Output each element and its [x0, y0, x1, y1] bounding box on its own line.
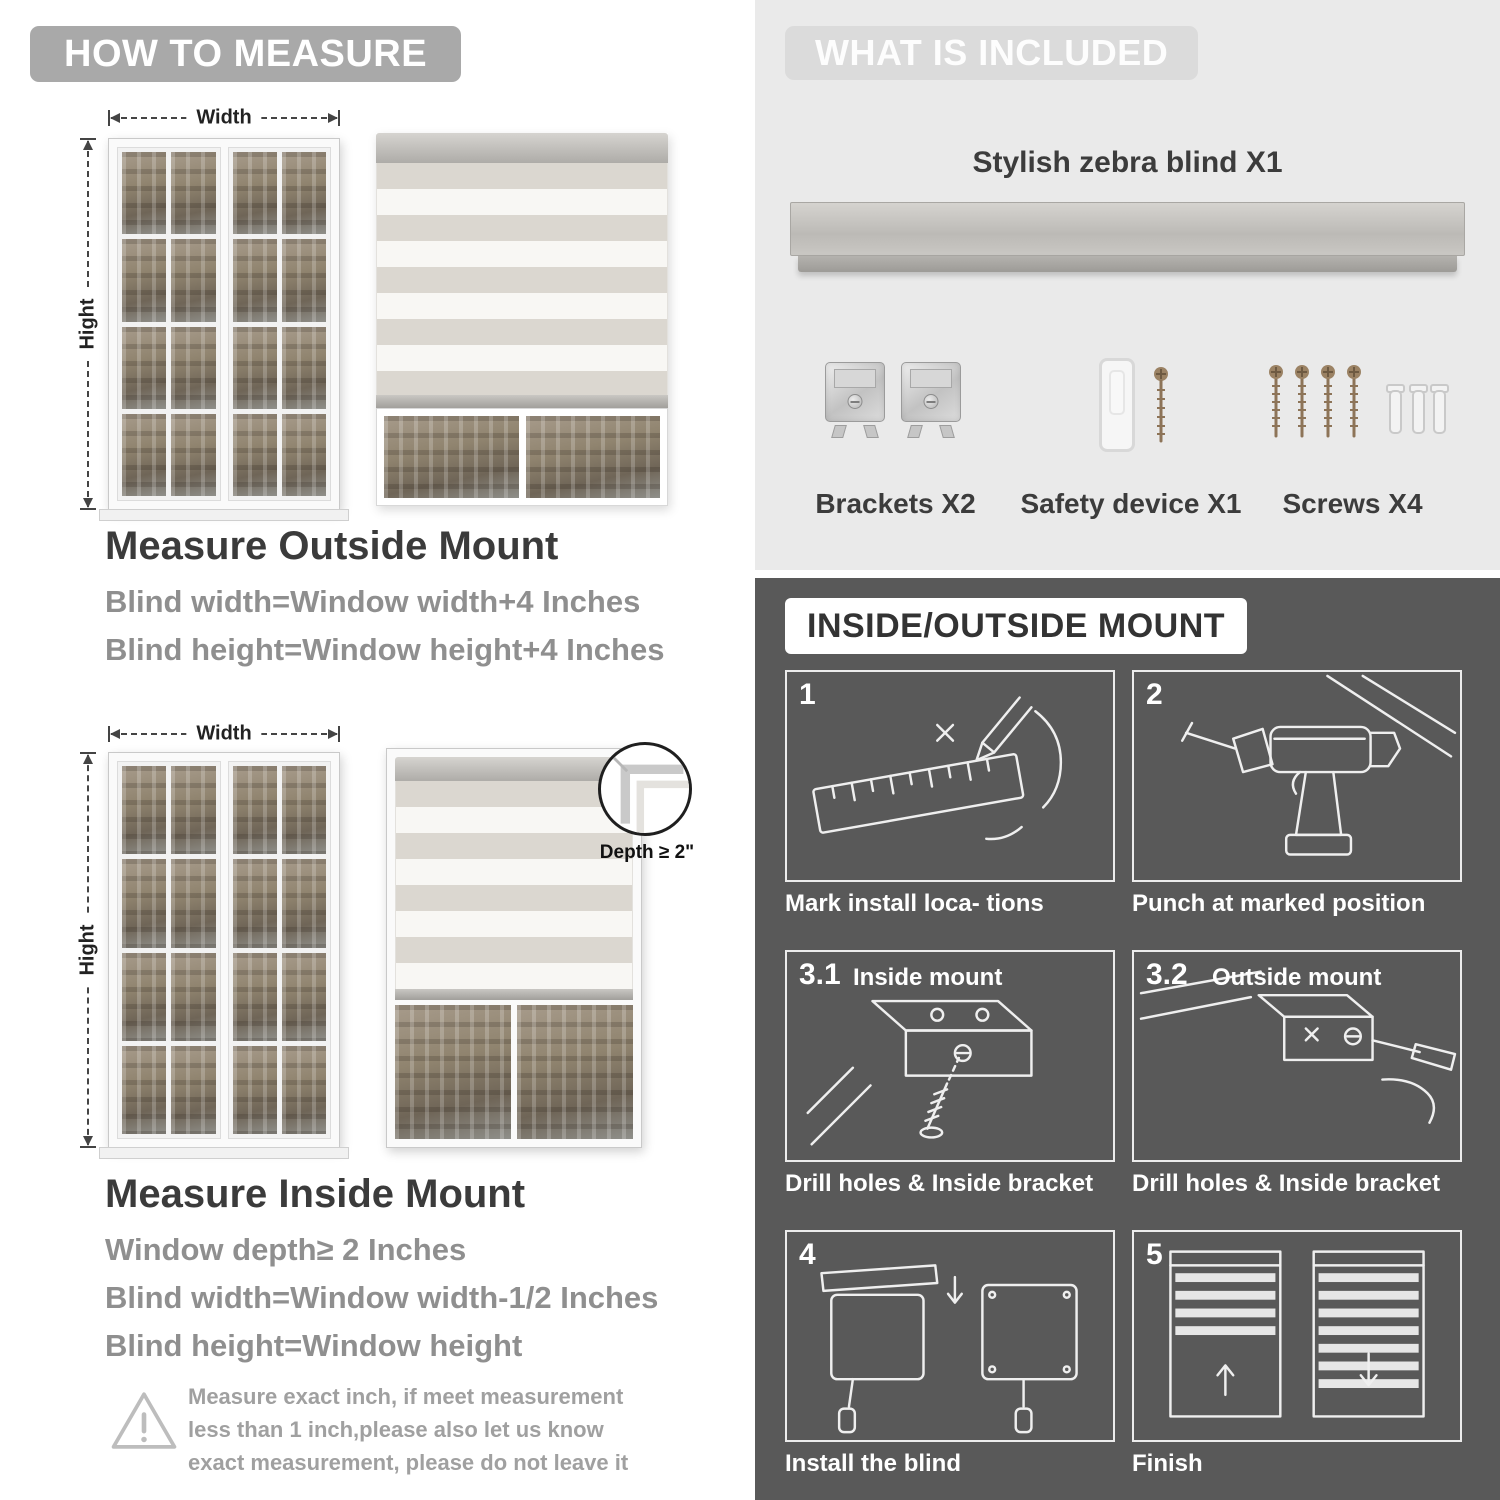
bracket-icon [901, 362, 961, 438]
mark-locations-art [812, 696, 1063, 841]
blind-stripes [376, 163, 668, 395]
step-sublabel: Inside mount [853, 964, 1003, 991]
inside-mount-rule-1: Window depth≥ 2 Inches [105, 1232, 467, 1267]
inside-mount-title: Measure Inside Mount [105, 1172, 526, 1216]
what-is-included-section: WHAT IS INCLUDED Stylish zebra blind X1 [755, 0, 1500, 570]
warning-icon [111, 1392, 177, 1449]
height-arrow: Hight [76, 138, 100, 510]
inside-outside-mount-header: INSIDE/OUTSIDE MOUNT [785, 598, 1248, 654]
window-sash [117, 761, 221, 1139]
zebra-blind-headrail-illustration [790, 202, 1465, 272]
width-label: Width [186, 106, 262, 130]
height-arrow: Hight [76, 752, 100, 1148]
safety-device-label: Safety device X1 [1020, 488, 1242, 519]
blind-bottom-rail [376, 395, 668, 408]
what-is-included-header: WHAT IS INCLUDED [785, 26, 1199, 80]
inside-mount-rule-3: Blind height=Window height [105, 1328, 523, 1363]
window-illustration-inside [99, 752, 349, 1159]
window-sash [227, 761, 331, 1139]
width-arrow: Width [108, 106, 340, 130]
finish-art [1169, 1250, 1425, 1418]
bracket-icon [825, 362, 885, 438]
step-number: 4 [799, 1238, 816, 1271]
width-arrow: Width [108, 722, 340, 746]
window-sash [227, 147, 331, 501]
window-sill [99, 509, 349, 521]
step-panel-3-1: 3.1 Inside mount [785, 950, 1115, 1162]
blind-cassette [376, 133, 668, 163]
step-caption: Drill holes & Inside bracket [785, 1170, 1094, 1197]
blind-item-label: Stylish zebra blind X1 [972, 146, 1283, 179]
zebra-blind-illustration-inside [386, 748, 642, 1148]
step-number: 1 [799, 678, 816, 711]
step-number: 5 [1146, 1238, 1163, 1271]
step-caption: Punch at marked position [1132, 890, 1426, 917]
height-label: Hight [76, 288, 100, 360]
install-blind-art [820, 1264, 1078, 1434]
depth-magnifier-icon [598, 742, 692, 836]
step-panel-5: 5 [1132, 1230, 1462, 1442]
outside-mount-title: Measure Outside Mount [105, 524, 559, 568]
window-sill [99, 1147, 349, 1159]
inside-mount-rule-2: Blind width=Window width-1/2 Inches [105, 1280, 659, 1315]
step-panel-3-2: 3.2 Outside mount [1132, 950, 1462, 1162]
warning-text: Measure exact inch, if meet measurement … [188, 1384, 629, 1475]
zebra-blind-illustration-outside [376, 133, 668, 506]
safety-device-icon [1099, 358, 1135, 452]
step-panel-2: 2 [1132, 670, 1462, 882]
inside-bracket-art [806, 999, 1033, 1146]
brackets-label: Brackets X2 [815, 488, 976, 519]
window-below-blind [395, 1000, 633, 1139]
window-illustration-outside [99, 138, 349, 521]
step-caption: Mark install loca- tions [785, 890, 1044, 917]
step-caption: Finish [1132, 1450, 1203, 1477]
window-below-blind [376, 408, 668, 506]
screws-label: Screws X4 [1282, 488, 1423, 519]
height-label: Hight [76, 914, 100, 986]
blind-cassette [395, 757, 633, 781]
drill-art [1180, 674, 1457, 856]
blind-stripes [395, 781, 633, 989]
window-sash [117, 147, 221, 501]
step-panel-4: 4 [785, 1230, 1115, 1442]
outside-bracket-art [1139, 970, 1457, 1124]
how-to-measure-header: HOW TO MEASURE [30, 26, 462, 82]
depth-label: Depth ≥ 2" [599, 842, 695, 863]
inside-outside-mount-section: INSIDE/OUTSIDE MOUNT 1 Mark inst [755, 578, 1500, 1500]
blind-bottom-rail [395, 989, 633, 1000]
step-caption: Drill holes & Inside bracket [1132, 1170, 1441, 1197]
outside-mount-rule-1: Blind width=Window width+4 Inches [105, 584, 641, 619]
step-number: 3.2 [1146, 958, 1188, 991]
safety-device-screw-icon [1154, 367, 1168, 443]
step-number: 3.1 [799, 958, 841, 991]
outside-mount-rule-2: Blind height=Window height+4 Inches [105, 632, 665, 667]
step-number: 2 [1146, 678, 1163, 711]
width-label: Width [186, 722, 262, 746]
step-caption: Install the blind [785, 1450, 962, 1477]
screws-icon [1269, 365, 1449, 438]
step-sublabel: Outside mount [1212, 964, 1382, 991]
step-panel-1: 1 [785, 670, 1115, 882]
